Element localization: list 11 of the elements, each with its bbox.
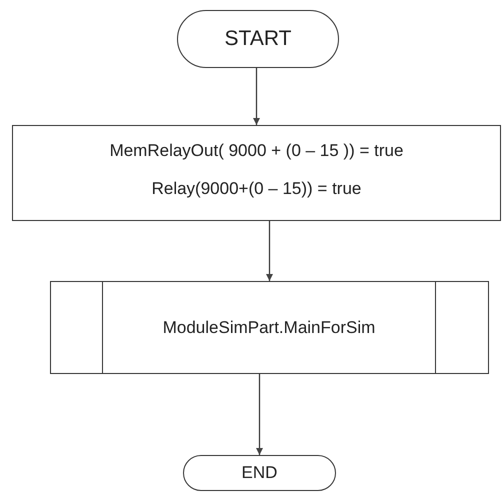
process-box: [12, 125, 501, 221]
statement-text: MemRelayOut( 9000 + (0 – 15 )) = true: [110, 140, 404, 162]
statement-text: Relay(9000+(0 – 15)) = true: [152, 178, 362, 200]
terminator-label: START: [224, 26, 292, 52]
arrow: [256, 374, 263, 455]
terminator-label: END: [242, 462, 278, 484]
subprocess-label: ModuleSimPart.MainForSim: [162, 316, 376, 339]
arrow: [266, 221, 273, 281]
subprocess-box: [50, 281, 489, 374]
terminator-shape: [183, 455, 336, 491]
arrow: [253, 68, 260, 125]
